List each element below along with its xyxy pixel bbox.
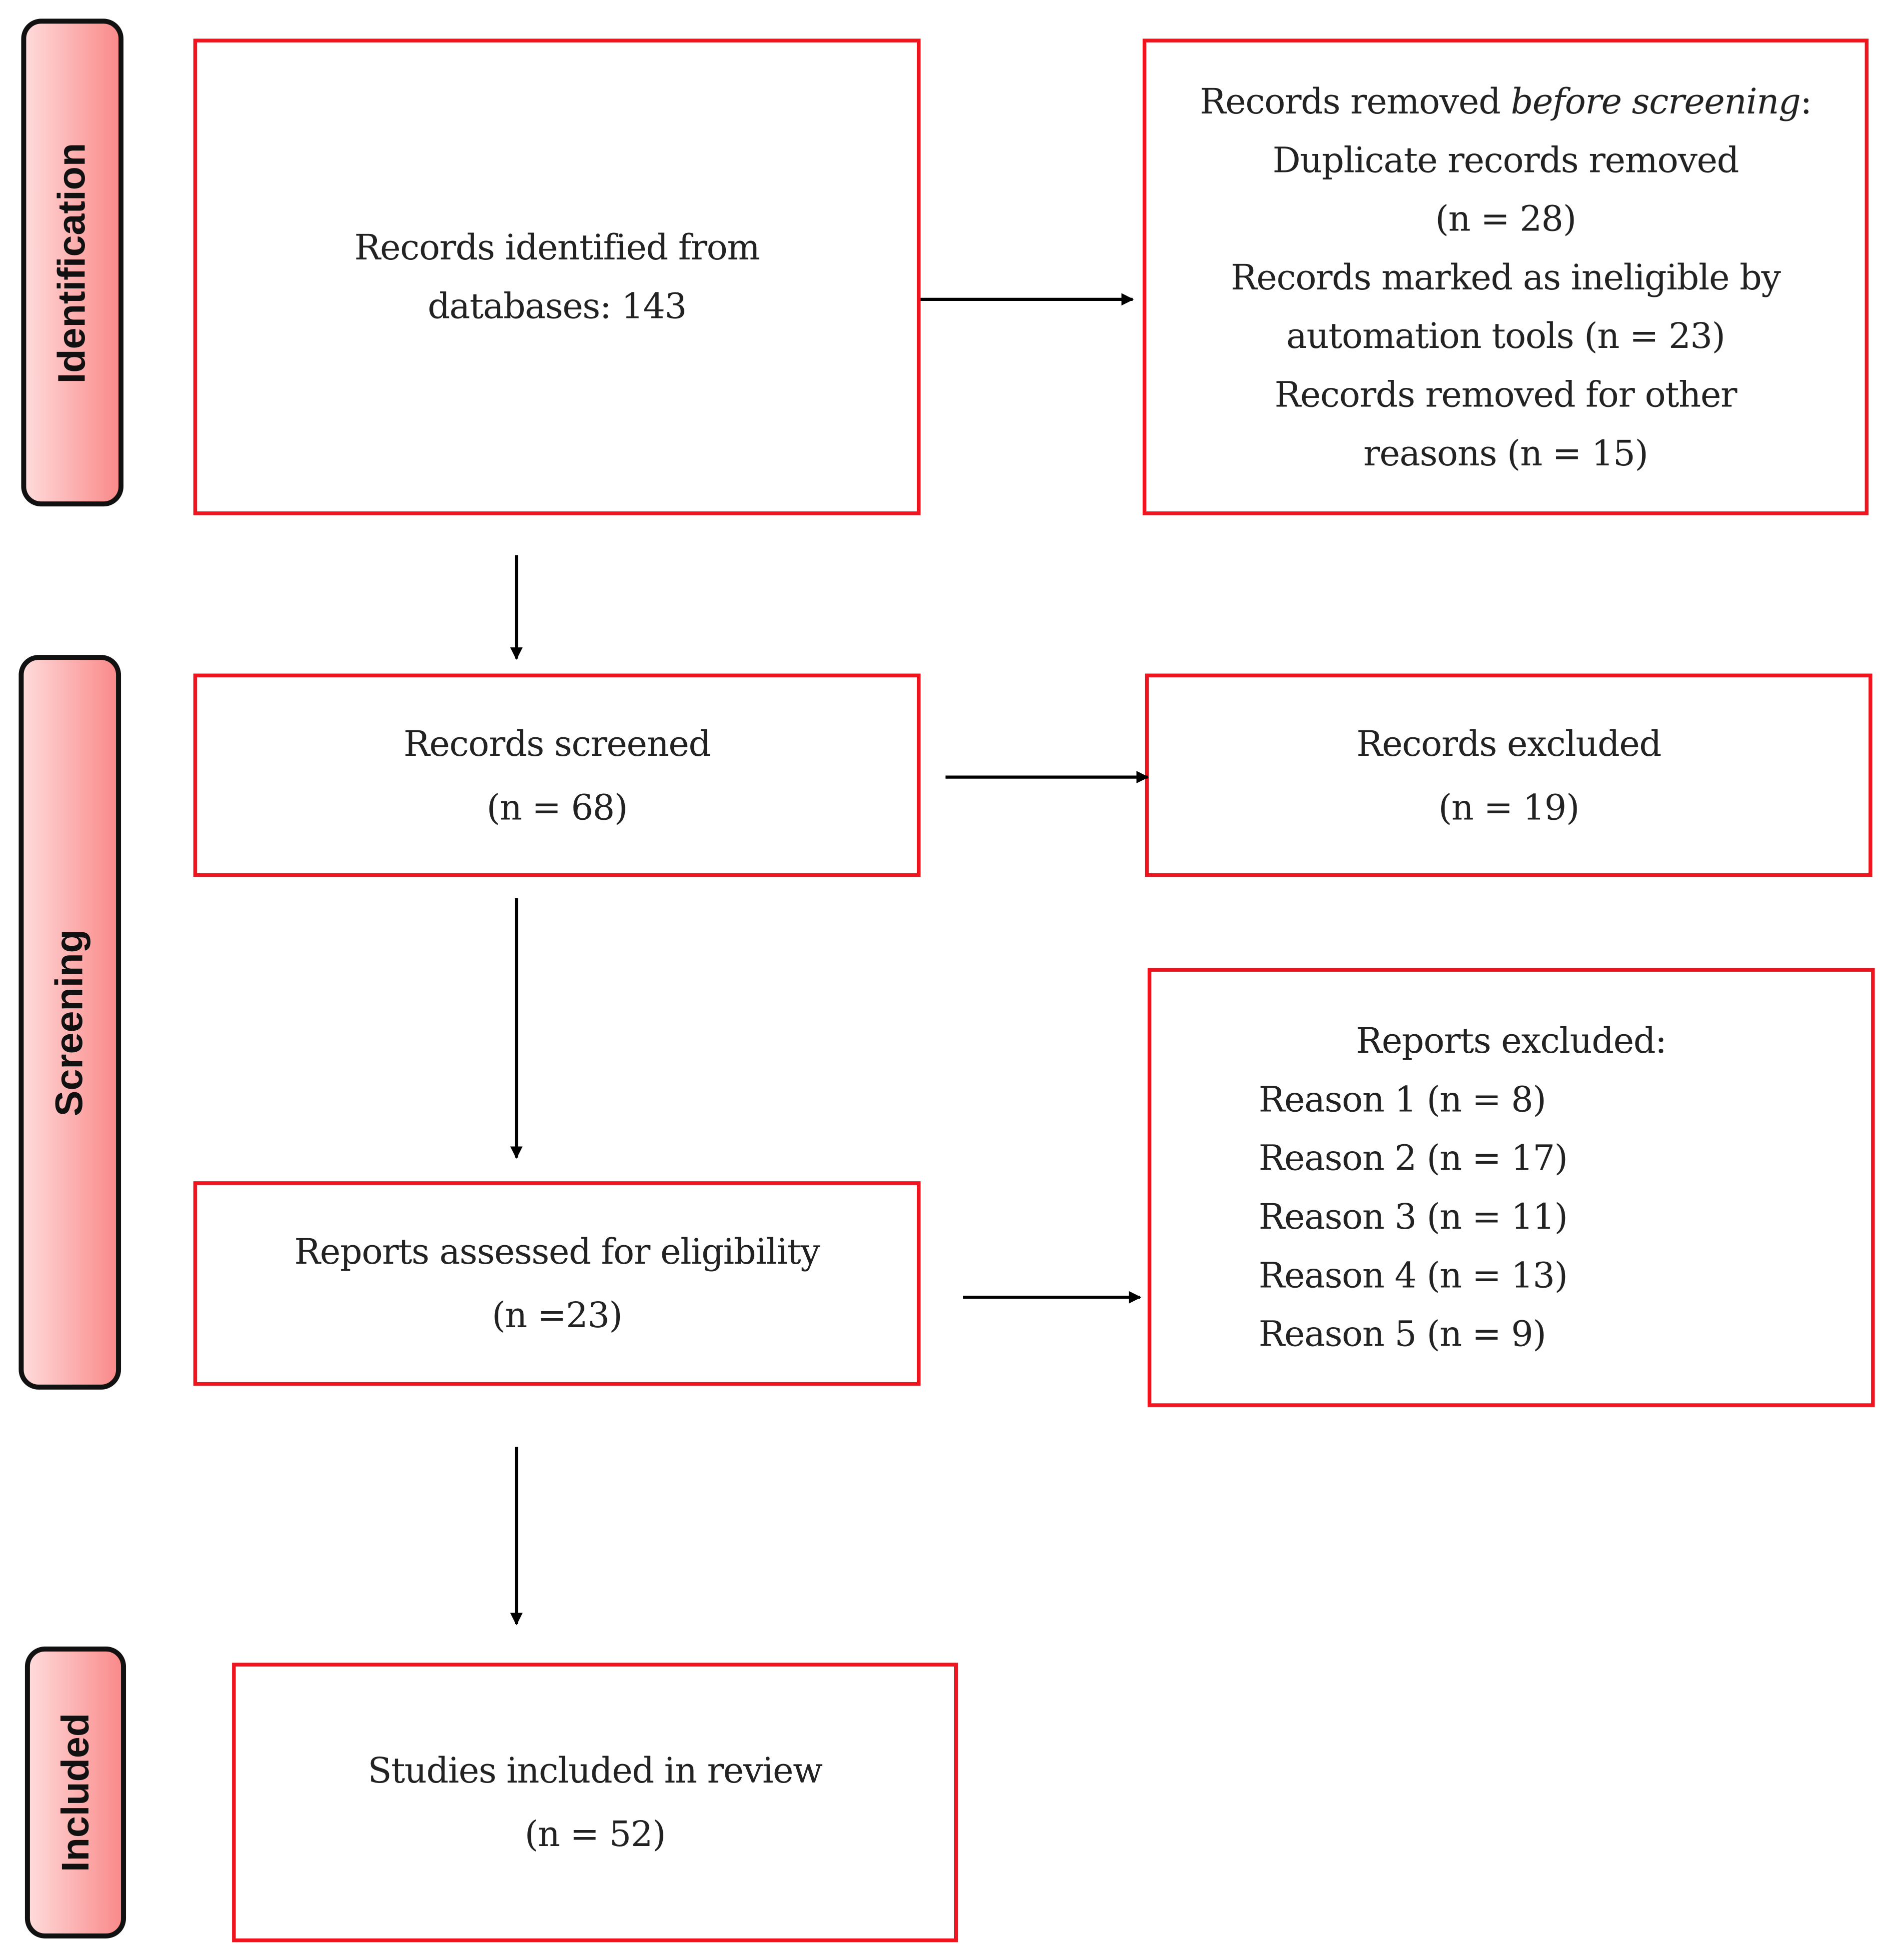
box-text: reasons (n = 15) <box>1363 432 1649 474</box>
box-text: Duplicate records removed <box>1272 139 1740 180</box>
records-identified-box: Records identified from databases: 143 <box>193 38 921 515</box>
reason-item: Reason 2 (n = 17) <box>1258 1137 1568 1179</box>
box-text: Reports assessed for eligibility <box>294 1231 820 1273</box>
reason-item: Reason 3 (n = 11) <box>1258 1196 1568 1238</box>
box-text: (n = 52) <box>524 1814 666 1855</box>
box-text: Records screened <box>403 723 711 764</box>
box-title: Records removed before screening: <box>1200 80 1812 122</box>
box-text: automation tools (n = 23) <box>1286 315 1725 356</box>
reason-item: Reason 1 (n = 8) <box>1258 1079 1547 1120</box>
box-title: Reports excluded: <box>1356 1020 1667 1062</box>
reports-excluded-box: Reports excluded: Reason 1 (n = 8) Reaso… <box>1147 968 1875 1407</box>
phase-screening: Screening <box>18 655 121 1390</box>
box-text: (n =23) <box>491 1295 623 1336</box>
reason-item: Reason 4 (n = 13) <box>1258 1255 1568 1296</box>
box-text: Records excluded <box>1356 723 1662 764</box>
box-text: Records identified from <box>354 227 760 268</box>
box-text: (n = 68) <box>486 786 628 828</box>
records-removed-box: Records removed before screening: Duplic… <box>1142 38 1869 515</box>
box-text: Studies included in review <box>367 1750 823 1792</box>
box-text: (n = 19) <box>1438 786 1580 828</box>
records-excluded-box: Records excluded (n = 19) <box>1145 673 1873 877</box>
box-text: (n = 28) <box>1435 197 1577 239</box>
studies-included-box: Studies included in review (n = 52) <box>232 1663 958 1943</box>
reason-item: Reason 5 (n = 9) <box>1258 1313 1547 1355</box>
phase-identification: Identification <box>21 18 124 507</box>
box-text: Records removed for other <box>1274 373 1738 415</box>
reports-assessed-box: Reports assessed for eligibility (n =23) <box>193 1181 921 1386</box>
box-text: Records marked as ineligible by <box>1231 256 1781 298</box>
records-screened-box: Records screened (n = 68) <box>193 673 921 877</box>
phase-included: Included <box>24 1646 126 1939</box>
box-text: databases: 143 <box>427 285 687 327</box>
